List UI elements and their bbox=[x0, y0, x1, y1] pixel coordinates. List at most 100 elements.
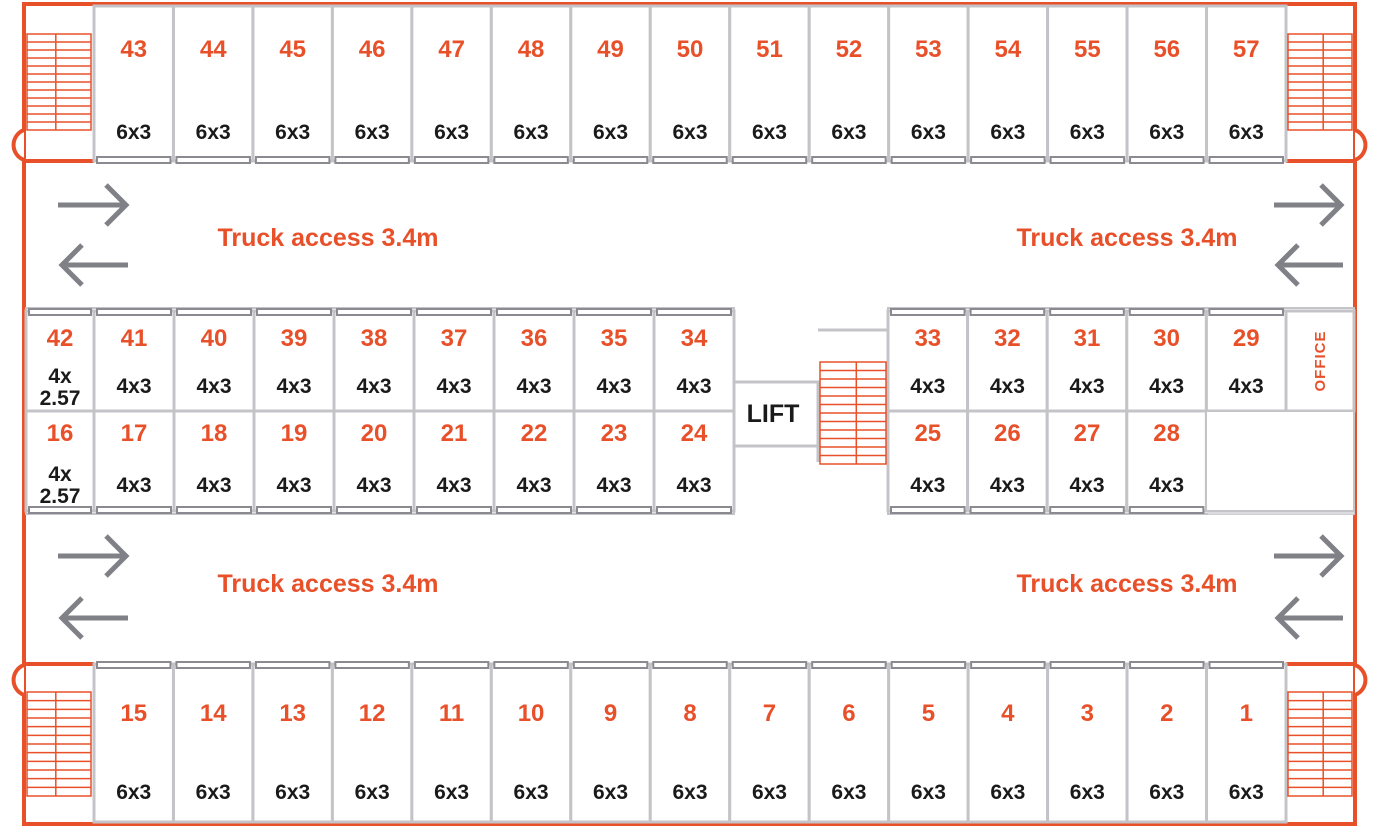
unit-number: 52 bbox=[836, 36, 863, 63]
unit-number: 46 bbox=[359, 36, 386, 63]
arrow-head bbox=[1274, 243, 1300, 287]
unit-number: 26 bbox=[994, 420, 1021, 447]
unit-size: 4x3 bbox=[676, 474, 711, 497]
unit-size: 6x3 bbox=[752, 121, 787, 144]
lift-wall bbox=[734, 380, 820, 462]
unit-door bbox=[970, 156, 1046, 164]
unit-size: 4x3 bbox=[1149, 474, 1184, 497]
unit-number: 39 bbox=[281, 325, 308, 352]
unit-outline bbox=[410, 4, 493, 163]
unit-door bbox=[890, 506, 966, 514]
storage-unit[interactable]: 51 6x3 bbox=[728, 4, 811, 164]
open-bay bbox=[1205, 410, 1355, 512]
unit-number: 12 bbox=[359, 700, 386, 727]
unit-size: 4x3 bbox=[116, 375, 151, 398]
unit-door bbox=[1049, 506, 1125, 514]
unit-number: 30 bbox=[1153, 325, 1180, 352]
door-bump bbox=[11, 128, 25, 162]
storage-units: 436x3446x3456x3466x3476x3486x3496x3506x3… bbox=[24, 4, 1356, 824]
lift: LIFT bbox=[747, 400, 800, 428]
unit-number: 27 bbox=[1074, 420, 1101, 447]
unit-door bbox=[1129, 156, 1205, 164]
unit-number: 36 bbox=[521, 325, 548, 352]
unit-door bbox=[890, 156, 967, 164]
unit-door bbox=[1129, 661, 1205, 669]
unit-size: 6x3 bbox=[275, 781, 310, 804]
truck-access-label-bottom-left: Truck access 3.4m bbox=[218, 570, 439, 598]
unit-size: 4x3 bbox=[910, 474, 945, 497]
unit-number: 51 bbox=[756, 36, 783, 63]
unit-door bbox=[175, 661, 251, 669]
unit-number: 56 bbox=[1153, 36, 1180, 63]
unit-number: 4 bbox=[1001, 700, 1015, 727]
office: OFFICE bbox=[1312, 331, 1329, 392]
unit-number: 20 bbox=[361, 420, 388, 447]
unit-number: 33 bbox=[914, 325, 941, 352]
unit-door bbox=[496, 308, 572, 316]
unit-outline bbox=[1046, 4, 1129, 163]
unit-size: 6x3 bbox=[1070, 121, 1105, 144]
unit-size: 4x3 bbox=[116, 474, 151, 497]
unit-number: 54 bbox=[995, 36, 1022, 63]
unit-size: 2.57 bbox=[40, 387, 81, 410]
unit-number: 37 bbox=[441, 325, 468, 352]
unit-number: 21 bbox=[441, 420, 468, 447]
